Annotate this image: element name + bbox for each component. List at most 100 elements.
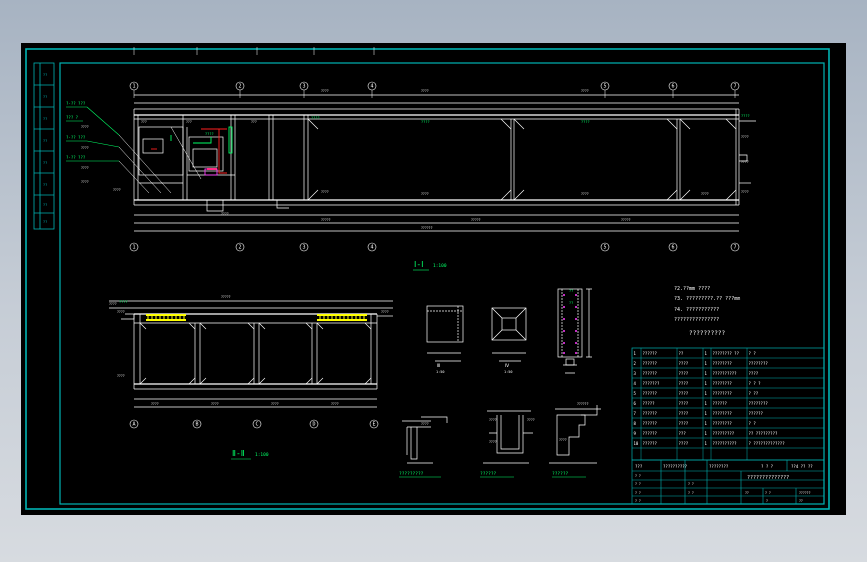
table-cell: 1 [705, 401, 708, 406]
table-cell: ???? [679, 381, 689, 386]
table-cell: 1 [705, 361, 708, 366]
svg-text:????: ???? [741, 190, 749, 194]
cad-drawing: ?????? ?????? ???? [25, 47, 830, 510]
svg-text:???: ??? [141, 120, 147, 124]
detail-bottom-1-label: ????????? [399, 471, 424, 477]
section-2-axis-label: A [132, 422, 135, 428]
revision-strip [33, 62, 55, 230]
svg-text:??: ?? [569, 301, 573, 305]
svg-text:??: ?? [43, 73, 47, 77]
table-cell: 1 [634, 351, 637, 356]
svg-text:????: ???? [527, 418, 535, 422]
detail-column [557, 288, 592, 374]
svg-text:????: ???? [321, 89, 329, 93]
section-1-drawing [118, 94, 756, 232]
note-line-1: ?2.??mm ???? [674, 286, 710, 292]
section-1-axis-label: 7 [733, 245, 736, 251]
table-cell: ? ????????????? [749, 441, 786, 446]
section-2-axis-bubble [252, 419, 262, 429]
section-1-scale: 1:100 [433, 263, 447, 269]
table-cell: ?????? [643, 411, 658, 416]
section-1-axis-label: 5 [603, 245, 606, 251]
table-cell: 10 [634, 441, 639, 446]
table-cell: ????????? [713, 431, 735, 436]
svg-text:????: ???? [113, 188, 121, 192]
svg-text:??: ?? [43, 139, 47, 143]
section-1-axis-label: 4 [370, 245, 373, 251]
svg-text:????: ???? [581, 89, 589, 93]
section-1-axis-bubble [129, 242, 139, 252]
svg-text:????: ???? [421, 89, 429, 93]
table-cell: 3 [634, 371, 637, 376]
svg-text:????: ???? [741, 135, 749, 139]
section-1-axis-bubble [600, 242, 610, 252]
detail-2-scale: 1:50 [504, 370, 512, 374]
svg-text:????: ???? [81, 180, 89, 184]
materials-table: 1????????1???????? ??? ?2??????????1????… [631, 347, 825, 461]
svg-text:????: ???? [741, 114, 750, 118]
detail-1-scale: 1:50 [436, 370, 444, 374]
table-cell: ? ? ? [749, 381, 762, 386]
notes-heading: ?????????? [689, 330, 726, 337]
table-cell: ???? [679, 441, 689, 446]
section-2-scale: 1:100 [255, 452, 269, 458]
table-cell: ???????? [713, 391, 733, 396]
detail-1-label: Ⅲ [437, 363, 440, 369]
detail-bottom-2 [483, 410, 533, 464]
table-cell: 7 [634, 411, 637, 416]
title-block-row-a-4: ? ? ? [761, 464, 774, 469]
svg-text:????: ???? [151, 402, 159, 406]
section-1-axis-bubble [299, 81, 309, 91]
section-1-axis-label: 7 [733, 84, 736, 90]
svg-text:?: ? [766, 499, 768, 503]
inner-frame [59, 62, 825, 505]
table-cell: ?????? [643, 391, 658, 396]
svg-text:? ?: ? ? [635, 491, 641, 495]
title-block-row-a-3: ???????? [709, 464, 729, 469]
table-cell: 1 [705, 351, 708, 356]
table-cell: 1 [705, 381, 708, 386]
sheet-label: ??4 ?? ?? [791, 464, 813, 469]
note-line-3: ?4. ??????????? [674, 307, 719, 313]
table-cell: 9 [634, 431, 637, 436]
section-1-axis-label: 1 [132, 84, 135, 90]
detail-bottom-1 [402, 416, 448, 464]
svg-text:????: ???? [119, 300, 128, 304]
title-block-row-a-2: ?????????? [663, 464, 688, 469]
svg-text:??: ?? [43, 95, 47, 99]
detail-bottom-3 [549, 405, 601, 464]
svg-text:????: ???? [741, 160, 749, 164]
svg-text:??????: ?????? [799, 491, 811, 495]
detail-bottom-2-label: ?????? [480, 471, 497, 477]
table-cell: ?????? [713, 401, 728, 406]
table-cell: ???? [679, 421, 689, 426]
table-cell: ???? [749, 371, 759, 376]
section-2-title: Ⅱ-Ⅱ [232, 449, 245, 458]
svg-text:????: ???? [581, 120, 590, 124]
section-2-axis-label: E [372, 422, 375, 428]
table-cell: ?????????? [713, 371, 738, 376]
svg-text:????: ???? [109, 302, 117, 306]
svg-text:????: ???? [421, 120, 430, 124]
detail-column-rebar [563, 294, 577, 354]
section-2-hatch [146, 314, 367, 321]
svg-text:????: ???? [421, 192, 429, 196]
table-cell: 1 [705, 431, 708, 436]
table-cell: ? ? [749, 421, 757, 426]
section-2-axis-bubble [129, 419, 139, 429]
table-cell: ???????? [749, 401, 769, 406]
section-1-axis-label: 2 [238, 245, 241, 251]
table-cell: ??????? [643, 381, 660, 386]
section-1-axis-bubble [235, 81, 245, 91]
section-2-axis-label: D [312, 422, 315, 428]
svg-text:????: ???? [81, 146, 89, 150]
note-line-4: ??????????????? [674, 317, 719, 323]
section-2-axis-bubble [369, 419, 379, 429]
table-cell: ?????? [643, 431, 658, 436]
table-cell: ??? [679, 431, 687, 436]
section-1-axis-bubble [367, 81, 377, 91]
svg-text:????: ???? [271, 402, 279, 406]
svg-text:????: ???? [489, 418, 497, 422]
svg-text:????: ???? [381, 310, 389, 314]
table-cell: 1 [705, 371, 708, 376]
